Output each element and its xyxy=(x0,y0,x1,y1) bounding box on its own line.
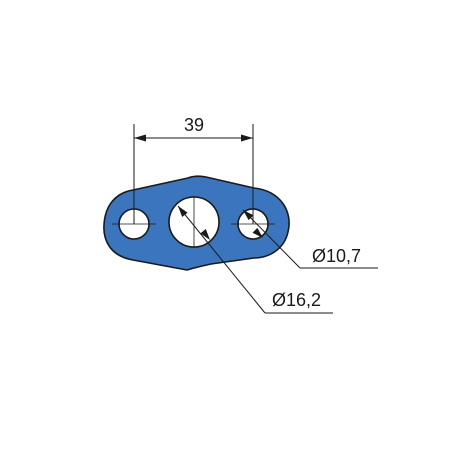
extension-lines xyxy=(133,124,254,224)
small-hole-diameter-label: Ø10,7 xyxy=(312,246,361,266)
arrow-left-icon xyxy=(134,134,146,142)
small-hole-dimension: Ø10,7 xyxy=(242,209,378,269)
arrow-large-hole-upper-icon xyxy=(178,206,188,217)
center-distance-dimension: 39 xyxy=(134,115,253,142)
gasket-body xyxy=(103,175,290,271)
center-distance-label: 39 xyxy=(184,115,204,135)
large-hole-diameter-label: Ø16,2 xyxy=(272,290,321,310)
arrow-small-hole-upper-icon xyxy=(243,210,254,221)
large-hole-dimension: Ø16,2 xyxy=(177,205,333,314)
arrow-right-icon xyxy=(241,134,253,142)
arrow-large-hole-lower-icon xyxy=(200,229,210,240)
arrow-small-hole-lower-icon xyxy=(252,227,263,238)
